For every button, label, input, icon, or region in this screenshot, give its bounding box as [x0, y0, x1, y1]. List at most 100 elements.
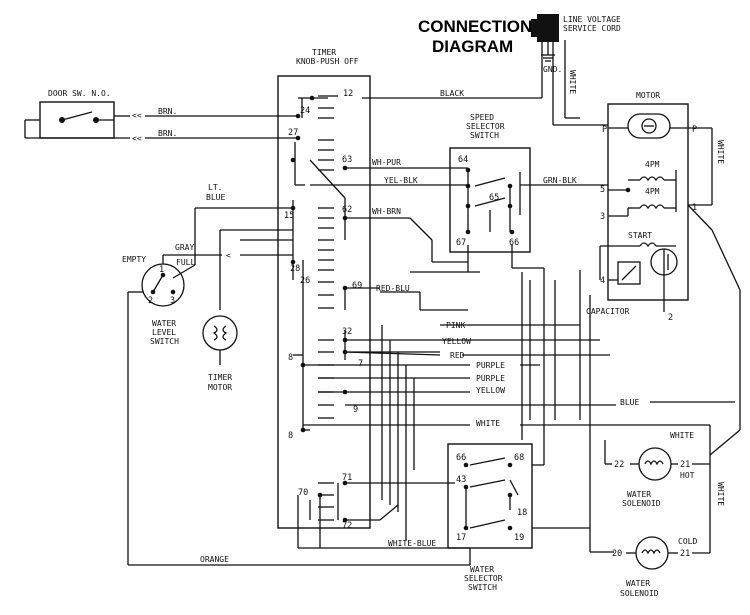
water-terminal-17: 17 [456, 533, 466, 543]
water-level-label-2: LEVEL [152, 328, 176, 337]
terminal-15: 15 [284, 211, 294, 221]
terminal-32: 32 [342, 327, 352, 337]
motor-terminal-5: 5 [600, 185, 605, 195]
white-motor-wire-label: WHITE [716, 140, 725, 164]
terminal-71: 71 [342, 473, 352, 483]
door-switch-label: DOOR SW. N.O. [48, 89, 111, 98]
terminal-28: 28 [290, 264, 300, 274]
speed-switch-label-2: SELECTOR [466, 122, 505, 131]
timer-contacts [292, 97, 346, 520]
timer-motor-icon [202, 315, 238, 351]
svg-text:<<: << [132, 111, 142, 120]
motor-terminal-3: 3 [600, 212, 605, 222]
service-cord-label-1: LINE VOLTAGE [563, 15, 621, 24]
timer-label-2: KNOB-PUSH OFF [296, 57, 359, 66]
motor-terminal-p2: P [692, 125, 697, 135]
orange-wire-label: ORANGE [200, 555, 229, 564]
level-terminal-3: 3 [170, 296, 175, 306]
hot-solenoid-label-1: WATER [627, 490, 651, 499]
speed-switch-label-1: SPEED [470, 113, 494, 122]
hot-tag: HOT [680, 471, 695, 480]
speed-switch-contacts [465, 167, 521, 235]
terminal-69: 69 [352, 281, 362, 291]
cold-terminal-21: 21 [680, 549, 690, 559]
terminal-24: 24 [300, 106, 310, 116]
water-selector-label-3: SWITCH [468, 583, 497, 592]
speed-switch-label-3: SWITCH [470, 131, 499, 140]
terminal-63: 63 [342, 155, 352, 165]
lt-blue-label-1: LT. [208, 183, 222, 192]
water-terminal-18: 18 [517, 508, 527, 518]
capacitor-label: CAPACITOR [586, 307, 630, 316]
water-terminal-68: 68 [514, 453, 524, 463]
red-blu-wire-label: RED-BLU [376, 284, 410, 293]
hot-solenoid-label-2: SOLENOID [622, 499, 661, 508]
hot-solenoid-icon [630, 447, 678, 481]
water-terminal-19: 19 [514, 533, 524, 543]
white-wire-label: WHITE [476, 419, 500, 428]
terminal-72: 72 [342, 521, 352, 531]
title-line-2: DIAGRAM [432, 37, 513, 56]
terminal-9: 9 [353, 405, 358, 415]
brn-wire-1-label: BRN. [158, 107, 177, 116]
motor-terminal-p1: P [602, 125, 607, 135]
purple-wire-1-label: PURPLE [476, 361, 505, 370]
motor-winding-label-1: 4PM [645, 160, 660, 169]
full-label: FULL [176, 258, 195, 267]
timer-contact-stubs [318, 95, 338, 521]
water-selector-label-1: WATER [470, 565, 494, 574]
cold-solenoid-label-1: WATER [626, 579, 650, 588]
brn-wire-2-label: BRN. [158, 129, 177, 138]
lt-blue-label-2: BLUE [206, 193, 225, 202]
blue-wire-label: BLUE [620, 398, 639, 407]
timer-motor-label-1: TIMER [208, 373, 232, 382]
motor-overload-icon [627, 113, 671, 139]
yel-blk-wire-label: YEL-BLK [384, 176, 418, 185]
terminal-12: 12 [343, 89, 353, 99]
terminal-8b: 8 [288, 431, 293, 441]
motor-label: MOTOR [636, 91, 660, 100]
terminal-7: 7 [358, 359, 363, 369]
svg-text:<: < [226, 251, 231, 260]
terminal-27: 27 [288, 128, 298, 138]
grn-blk-wire-label: GRN-BLK [543, 176, 577, 185]
hot-terminal-22: 22 [614, 460, 624, 470]
motor-terminal-1: 1 [692, 203, 697, 213]
motor-terminal-4: 4 [600, 276, 605, 286]
yellow-wire-1-label: YELLOW [442, 337, 471, 346]
terminal-8a: 8 [288, 353, 293, 363]
speed-terminal-66: 66 [509, 238, 519, 248]
water-selector-box [447, 443, 533, 549]
motor-winding-icon [625, 170, 677, 212]
speed-selector-box [449, 147, 531, 253]
hot-terminal-21: 21 [680, 460, 690, 470]
timer-label-1: TIMER [312, 48, 336, 57]
terminal-62: 62 [342, 205, 352, 215]
timer-box [277, 75, 371, 529]
water-level-label-1: WATER [152, 319, 176, 328]
cold-solenoid-label-2: SOLENOID [620, 589, 659, 598]
speed-terminal-67: 67 [456, 238, 466, 248]
wh-pur-wire-label: WH-PUR [372, 158, 401, 167]
start-switch-icon [599, 242, 678, 285]
water-terminal-43: 43 [456, 475, 466, 485]
motor-terminal-2: 2 [668, 313, 673, 323]
title-line-1: CONNECTION [418, 17, 532, 36]
cold-terminal-20: 20 [612, 549, 622, 559]
wire-harness-bundle [381, 270, 591, 540]
motor-box [607, 103, 689, 301]
terminal-26: 26 [300, 276, 310, 286]
level-terminal-1: 1 [159, 265, 164, 275]
white-blue-wire-label: WHITE-BLUE [388, 539, 436, 548]
white-cord-label: WHITE [568, 70, 577, 94]
motor-winding-label-2: 4PM [645, 187, 660, 196]
speed-terminal-65: 65 [489, 193, 499, 203]
purple-wire-2-label: PURPLE [476, 374, 505, 383]
wh-brn-wire-label: WH-BRN [372, 207, 401, 216]
yellow-wire-2-label: YELLOW [476, 386, 505, 395]
svg-text:<<: << [132, 134, 142, 143]
pink-wire-label: PINK [446, 321, 465, 330]
start-label: START [628, 231, 652, 240]
timer-motor-label-2: MOTOR [208, 383, 232, 392]
